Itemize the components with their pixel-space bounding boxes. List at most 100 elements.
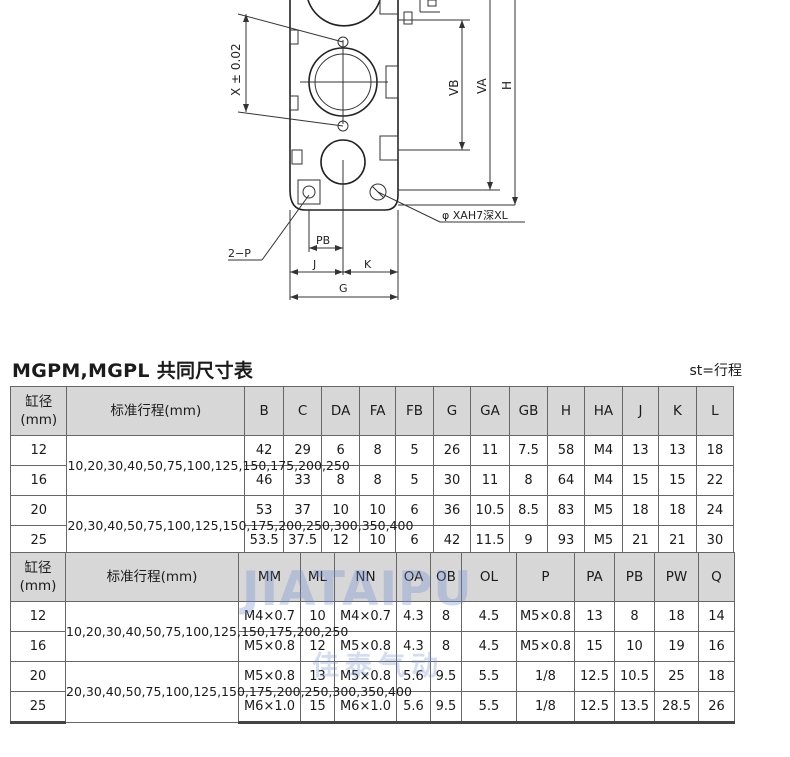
value-cell: 18 xyxy=(657,495,697,526)
value-cell: 10 xyxy=(300,601,335,632)
value-cell: 9.5 xyxy=(430,691,462,724)
col-header: Q xyxy=(698,552,735,602)
col-header: HA xyxy=(583,386,623,436)
value-cell: 26 xyxy=(698,691,735,724)
dim-j-label: J xyxy=(312,258,316,271)
col-header: OB xyxy=(430,552,462,602)
value-cell: 15 xyxy=(574,631,615,662)
value-cell: 36 xyxy=(433,495,472,526)
value-cell: M5×0.8 xyxy=(334,661,397,692)
value-cell: 12 xyxy=(300,631,335,662)
value-cell: M5×0.8 xyxy=(238,631,301,662)
dim-g-label: G xyxy=(339,282,348,295)
stroke-note: st=行程 xyxy=(689,363,742,379)
col-header: K xyxy=(657,386,697,436)
dimension-table-2: 缸径(mm) 标准行程(mm) MM ML NN OA OB OL P PA P… xyxy=(10,552,735,724)
stroke-cell: 10,20,30,40,50,75,100,125,150,175,200,25… xyxy=(66,435,350,496)
value-cell: 13 xyxy=(574,601,615,632)
value-cell: 30 xyxy=(433,465,472,496)
stroke-header: 标准行程(mm) xyxy=(65,552,239,602)
value-cell: 5 xyxy=(395,435,435,466)
dim-pb-label: PB xyxy=(316,234,330,247)
value-cell: 28.5 xyxy=(654,691,699,724)
value-cell: M6×1.0 xyxy=(238,691,301,724)
value-cell: 46 xyxy=(244,465,285,496)
col-header: PB xyxy=(614,552,655,602)
dim-h-label: H xyxy=(500,81,514,90)
bore-header: 缸径(mm) xyxy=(9,386,68,436)
col-header: PW xyxy=(654,552,699,602)
stroke-cell: 10,20,30,40,50,75,100,125,150,175,200,25… xyxy=(65,601,348,662)
table1-header-row: 缸径(mm) 标准行程(mm) B C DA FA FB G GA GB H H… xyxy=(9,386,735,436)
value-cell: 18 xyxy=(698,661,735,692)
value-cell: 5.6 xyxy=(396,661,431,692)
col-header: J xyxy=(621,386,659,436)
bore-cell: 20 xyxy=(10,661,66,692)
value-cell: 15 xyxy=(621,465,659,496)
col-header: P xyxy=(516,552,575,602)
value-cell: 10 xyxy=(614,631,655,662)
value-cell: 10 xyxy=(321,495,361,526)
col-header: NN xyxy=(334,552,397,602)
bore-cell: 16 xyxy=(10,631,66,662)
stroke-header: 标准行程(mm) xyxy=(66,386,246,436)
value-cell: 8 xyxy=(430,631,462,662)
value-cell: 10.5 xyxy=(470,495,511,526)
dim-vb-label: VB xyxy=(447,80,461,96)
brand-watermark: JIATAIPU xyxy=(242,562,473,617)
value-cell: 8 xyxy=(359,435,397,466)
value-cell: 8 xyxy=(430,601,462,632)
col-header: B xyxy=(244,386,285,436)
cylinder-drawing: X ± 0.02 VB VA H φ XAH7深XL 2−P PB J K G xyxy=(228,0,525,300)
value-cell: M5×0.8 xyxy=(334,631,397,662)
value-cell: 19 xyxy=(654,631,699,662)
value-cell: 12.5 xyxy=(574,691,615,724)
hole-callout-label: φ XAH7深XL xyxy=(442,209,509,222)
value-cell: 22 xyxy=(695,465,735,496)
value-cell: 15 xyxy=(657,465,697,496)
col-header: H xyxy=(547,386,585,436)
value-cell: M6×1.0 xyxy=(334,691,397,724)
col-header: GA xyxy=(470,386,511,436)
value-cell: 13 xyxy=(300,661,335,692)
value-cell: M4 xyxy=(583,465,623,496)
value-cell: 16 xyxy=(698,631,735,662)
col-header: PA xyxy=(574,552,615,602)
value-cell: 18 xyxy=(621,495,659,526)
value-cell: M5 xyxy=(583,495,623,526)
value-cell: M4 xyxy=(583,435,623,466)
value-cell: 5.5 xyxy=(461,661,517,692)
value-cell: 58 xyxy=(547,435,585,466)
value-cell: 1/8 xyxy=(516,691,575,724)
col-header: C xyxy=(283,386,323,436)
bore-header: 缸径(mm) xyxy=(10,552,66,602)
value-cell: 9.5 xyxy=(430,661,462,692)
value-cell: 8.5 xyxy=(509,495,549,526)
bore-cell: 25 xyxy=(10,691,66,724)
value-cell: 13 xyxy=(621,435,659,466)
value-cell: 15 xyxy=(300,691,335,724)
bore-cell: 16 xyxy=(9,465,68,496)
value-cell: 13.5 xyxy=(614,691,655,724)
value-cell: M5×0.8 xyxy=(516,631,575,662)
value-cell: 53 xyxy=(244,495,285,526)
value-cell: M4×0.7 xyxy=(334,601,397,632)
brand-watermark-cn: 佳泰气动 xyxy=(312,651,444,682)
col-header: FA xyxy=(359,386,397,436)
table2-header-row: 缸径(mm) 标准行程(mm) MM ML NN OA OB OL P PA P… xyxy=(10,552,735,602)
value-cell: 24 xyxy=(695,495,735,526)
value-cell: 14 xyxy=(698,601,735,632)
bore-cell: 20 xyxy=(9,495,68,526)
value-cell: 8 xyxy=(359,465,397,496)
value-cell: 18 xyxy=(695,435,735,466)
dim-x-label: X ± 0.02 xyxy=(229,43,243,96)
value-cell: 83 xyxy=(547,495,585,526)
value-cell: 18 xyxy=(654,601,699,632)
bore-cell: 12 xyxy=(10,601,66,632)
value-cell: 4.5 xyxy=(461,631,517,662)
